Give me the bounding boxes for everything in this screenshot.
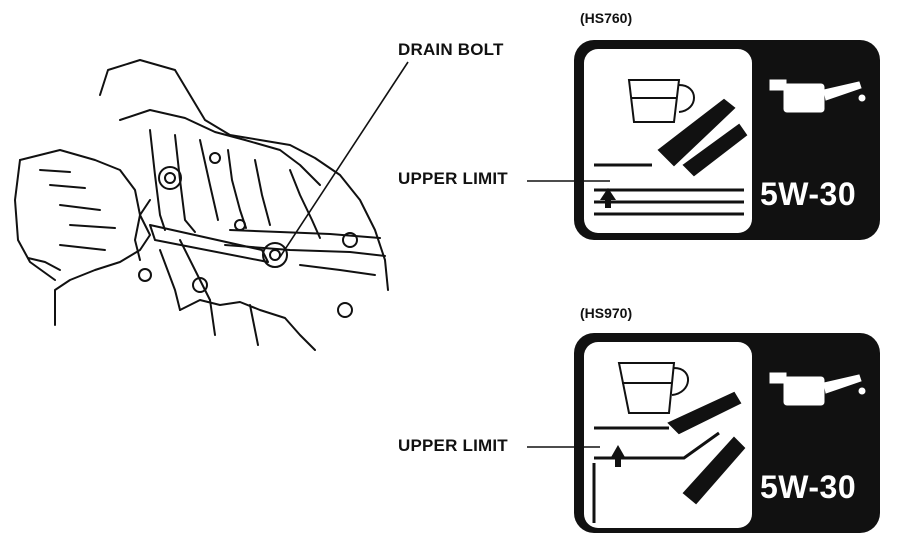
model-label-hs760: (HS760) [580, 10, 633, 26]
oil-grade-hs970: 5W-30 [760, 469, 857, 505]
oil-decal-hs970 [574, 333, 880, 533]
oil-grade-hs760: 5W-30 [760, 176, 857, 212]
oil-pour-icon [627, 79, 695, 123]
dipstick-icon [667, 391, 746, 505]
arrow-up-icon [600, 188, 616, 208]
oil-pour-icon [617, 362, 689, 414]
upper-limit-label-hs970: UPPER LIMIT [398, 436, 508, 455]
oil-can-icon [769, 79, 866, 113]
arrow-up-icon [610, 445, 626, 467]
dipstick-icon [657, 98, 748, 177]
oil-decal-hs760 [574, 40, 880, 240]
drain-bolt-label: DRAIN BOLT [398, 40, 504, 59]
oil-can-icon [769, 372, 866, 406]
engine-drain-illustration [14, 59, 389, 351]
upper-limit-label-hs760: UPPER LIMIT [398, 169, 508, 188]
model-label-hs970: (HS970) [580, 305, 633, 321]
